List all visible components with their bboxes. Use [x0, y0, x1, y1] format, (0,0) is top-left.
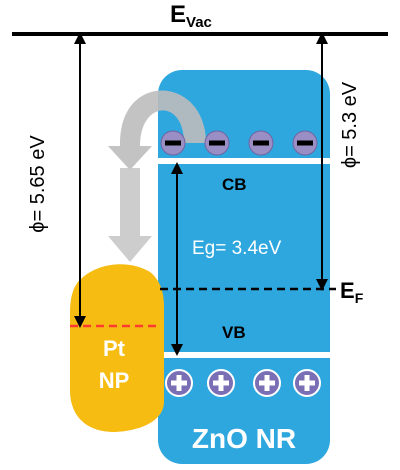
pt-work-function-label: ϕ= 5.65 eV: [27, 135, 49, 233]
zno-nr-label: ZnO NR: [192, 423, 296, 454]
electron-4: [292, 130, 318, 156]
bandgap-label: Eg= 3.4eV: [192, 238, 282, 259]
pt-nanoparticle: [70, 264, 164, 432]
zno-nanorod: [158, 70, 330, 464]
electron-1: [160, 130, 186, 156]
electron-transfer-curve-arrow: [108, 90, 206, 170]
fermi-level-label: EF: [340, 278, 364, 306]
hole-1: [165, 369, 193, 397]
electron-2: [204, 130, 230, 156]
cb-label: CB: [222, 175, 247, 194]
vacuum-level-label: EVac: [170, 1, 212, 31]
pt-label: Pt: [103, 336, 126, 361]
valence-band-edge: [158, 352, 330, 358]
electron-3: [248, 130, 274, 156]
hole-4: [293, 369, 321, 397]
hole-3: [253, 369, 281, 397]
np-label: NP: [99, 368, 130, 393]
conduction-band-edge: [158, 158, 330, 164]
zno-work-function-label: ϕ= 5.3 eV: [339, 81, 361, 168]
electron-transfer-down-arrow: [108, 168, 152, 262]
hole-2: [207, 369, 235, 397]
vb-label: VB: [222, 323, 246, 342]
